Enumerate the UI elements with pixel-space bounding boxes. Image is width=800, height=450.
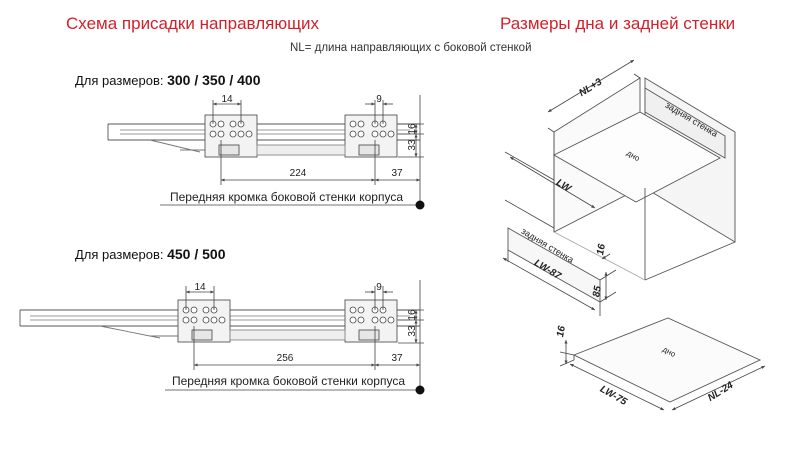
edge-caption-1: Передняя кромка боковой стенки корпуса: [170, 190, 403, 204]
box-iso: [553, 77, 736, 281]
back-wall-dims: [502, 253, 617, 311]
right-title: Размеры дна и задней стенки: [500, 14, 736, 33]
sizes-prefix: Для размеров:: [75, 247, 164, 262]
sizes-values: 300 / 350 / 400: [167, 72, 261, 88]
edge-point-1: [415, 200, 425, 210]
bottom-panel-dims: [559, 340, 766, 411]
box-dims: [504, 59, 641, 229]
dim-lw-75: LW-75: [598, 384, 629, 408]
holes-2: [182, 306, 395, 324]
dim-37: 37: [391, 168, 403, 179]
dim-nl-plus-3: NL+3: [577, 76, 604, 99]
nl-note: NL= длина направляющих с боковой стенкой: [290, 42, 532, 54]
dim-33: 33: [407, 325, 418, 337]
edge-caption-2: Передняя кромка боковой стенки корпуса: [172, 374, 405, 388]
sizes-label-1: Для размеров: 300 / 350 / 400: [75, 72, 261, 88]
dim-256: 256: [277, 353, 294, 364]
dim-14: 14: [194, 282, 206, 293]
sizes-label-2: Для размеров: 450 / 500: [75, 246, 225, 262]
edge-point-2: [415, 385, 425, 395]
dim-33: 33: [407, 139, 418, 151]
dim-16-wall: 16: [595, 243, 608, 256]
dim-85: 85: [591, 285, 604, 298]
dim-16: 16: [407, 309, 418, 321]
dimension-labels-2: 14 9 16 33 256 37: [194, 282, 418, 364]
dim-224: 224: [290, 168, 307, 179]
dimension-lines-2: [165, 280, 424, 391]
dim-16-bottom: 16: [555, 325, 568, 338]
dim-14: 14: [221, 94, 233, 105]
dim-16: 16: [407, 123, 418, 135]
dim-9: 9: [376, 94, 382, 105]
dim-37: 37: [391, 353, 403, 364]
sizes-prefix: Для размеров:: [75, 73, 164, 88]
dim-9: 9: [376, 282, 382, 293]
dimension-labels-1: 14 9 16 33 224 37: [221, 94, 418, 179]
sizes-values: 450 / 500: [167, 246, 226, 262]
dimension-lines-1: [160, 95, 424, 206]
left-title: Схема присадки направляющих: [66, 14, 320, 33]
